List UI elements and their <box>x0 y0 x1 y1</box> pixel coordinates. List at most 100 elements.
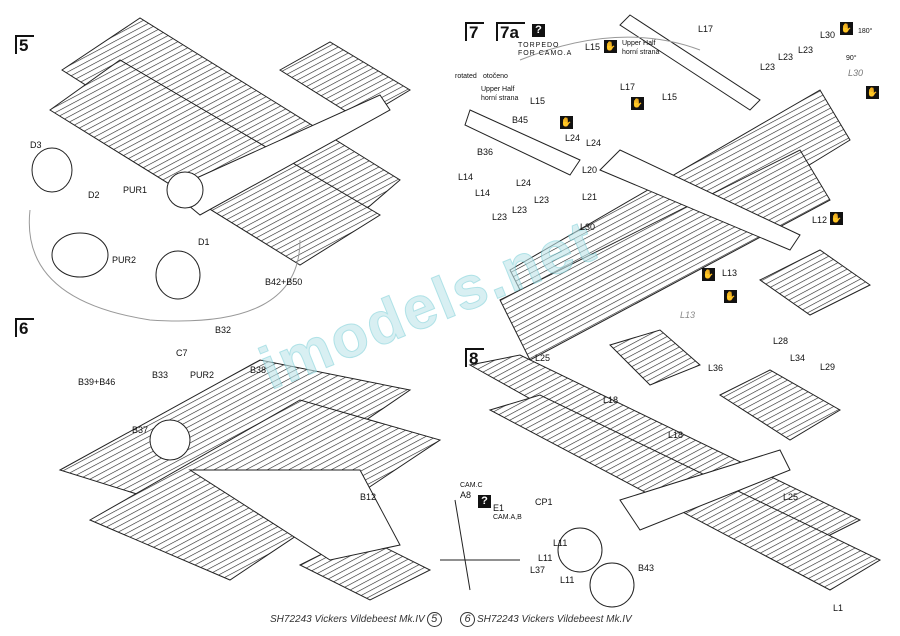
step-number-7a: 7a <box>496 22 525 41</box>
label-l24: L24 <box>586 138 602 148</box>
label-d1: D1 <box>198 237 210 247</box>
label-l20: L20 <box>582 165 598 175</box>
label-b43: B43 <box>638 563 655 573</box>
label-l29: L29 <box>820 362 836 372</box>
footer-left-title: SH72243 Vickers Vildebeest Mk.IV <box>270 614 425 625</box>
label-l13-ghost: L13 <box>680 310 696 320</box>
step-number-7: 7 <box>465 22 485 41</box>
propeller-8 <box>440 499 520 591</box>
fuselage-8 <box>619 449 791 531</box>
assembly-arrow <box>28 209 301 322</box>
label-l21: L21 <box>582 192 598 202</box>
wheel-right-8 <box>589 562 635 608</box>
label-l12: L12 <box>812 215 828 225</box>
rotated-cz-label: otočeno <box>483 73 508 80</box>
lower-wing-5 <box>49 59 381 266</box>
torpedo <box>619 14 761 111</box>
fuselage-6 <box>188 469 401 561</box>
label-l25: L25 <box>783 492 799 502</box>
label-l23: L23 <box>492 212 508 222</box>
label-l15: L15 <box>530 96 546 106</box>
label-l30: L30 <box>580 222 596 232</box>
label-l23: L23 <box>760 62 776 72</box>
label-l18: L18 <box>668 430 684 440</box>
label-d3: D3 <box>30 140 42 150</box>
label-pur2-6: PUR2 <box>190 370 215 380</box>
label-cam-c: CAM.C <box>460 482 483 489</box>
label-b42-b50: B42+B50 <box>265 277 303 287</box>
label-b38: B38 <box>250 365 267 375</box>
footer-right-title: SH72243 Vickers Vildebeest Mk.IV <box>477 614 632 625</box>
label-l23: L23 <box>778 52 794 62</box>
torpedo-note: TORPEDO FOR CAMO.A <box>518 42 573 57</box>
label-l11: L11 <box>538 553 553 563</box>
label-l23: L23 <box>512 205 528 215</box>
label-b32: B32 <box>215 325 232 335</box>
label-l23: L23 <box>534 195 550 205</box>
label-l11: L11 <box>560 575 575 585</box>
label-l11: L11 <box>553 538 568 548</box>
label-l36: L36 <box>708 363 724 373</box>
part-d3 <box>31 147 73 193</box>
rotated-label: rotated <box>455 73 477 80</box>
label-cam-ab: CAM.A,B <box>493 514 522 521</box>
label-b39-b46: B39+B46 <box>78 377 116 387</box>
upper-half-label: Upper Half <box>622 40 656 47</box>
label-b12: B12 <box>360 492 377 502</box>
page-number-left: 5 <box>426 612 442 627</box>
label-b45: B45 <box>512 115 529 125</box>
label-d2: D2 <box>88 190 100 200</box>
part-pur2 <box>51 232 109 278</box>
glue-icon: ✋ <box>830 212 843 225</box>
step-number-8: 8 <box>465 348 485 367</box>
upper-half-cz-label: horní strana <box>622 49 660 56</box>
page-number-right: 6 <box>460 612 475 627</box>
label-l25: L25 <box>535 353 551 363</box>
label-l37: L37 <box>530 565 546 575</box>
label-l15: L15 <box>585 42 601 52</box>
glue-icon: ✋ <box>724 290 737 303</box>
glue-icon: ✋ <box>560 116 573 129</box>
glue-icon: ✋ <box>866 86 879 99</box>
label-l30: L30 <box>820 30 836 40</box>
glue-icon: ✋ <box>631 97 644 110</box>
label-pur2: PUR2 <box>112 255 137 265</box>
tailplane-8 <box>718 369 841 441</box>
upper-half-label: Upper Half <box>481 86 515 93</box>
glue-icon: ✋ <box>604 40 617 53</box>
step-number-6: 6 <box>15 318 35 337</box>
label-e1: E1 <box>493 503 505 513</box>
glue-icon: ✋ <box>702 268 715 281</box>
tailplane-7 <box>759 249 871 316</box>
label-cp1: CP1 <box>535 497 553 507</box>
upper-half-cz-label: horní strana <box>481 95 519 102</box>
label-l15: L15 <box>662 92 678 102</box>
label-l17: L17 <box>620 82 636 92</box>
question-icon: ? <box>532 24 545 37</box>
label-c7: C7 <box>176 348 188 358</box>
step-number-5: 5 <box>15 35 35 54</box>
assembly-arrow <box>519 36 701 61</box>
label-b33: B33 <box>152 370 169 380</box>
label-l24: L24 <box>565 133 581 143</box>
label-l18: L18 <box>603 395 619 405</box>
label-l14: L14 <box>458 172 474 182</box>
tailplane-detail-8 <box>609 329 701 386</box>
label-a8: A8 <box>460 490 472 500</box>
engine-cowl-5 <box>166 171 204 209</box>
label-l30-rotated: L30 <box>848 68 864 78</box>
label-l1: L1 <box>833 603 844 613</box>
label-l14: L14 <box>475 188 491 198</box>
engine-cowl-6 <box>149 419 191 461</box>
angle-180: 180° <box>858 28 873 35</box>
upper-wing-8 <box>468 354 862 551</box>
tailplane-5 <box>279 41 411 121</box>
label-l34: L34 <box>790 353 806 363</box>
part-d1 <box>155 250 201 300</box>
torpedo-b45 <box>464 109 581 176</box>
label-l28: L28 <box>773 336 789 346</box>
